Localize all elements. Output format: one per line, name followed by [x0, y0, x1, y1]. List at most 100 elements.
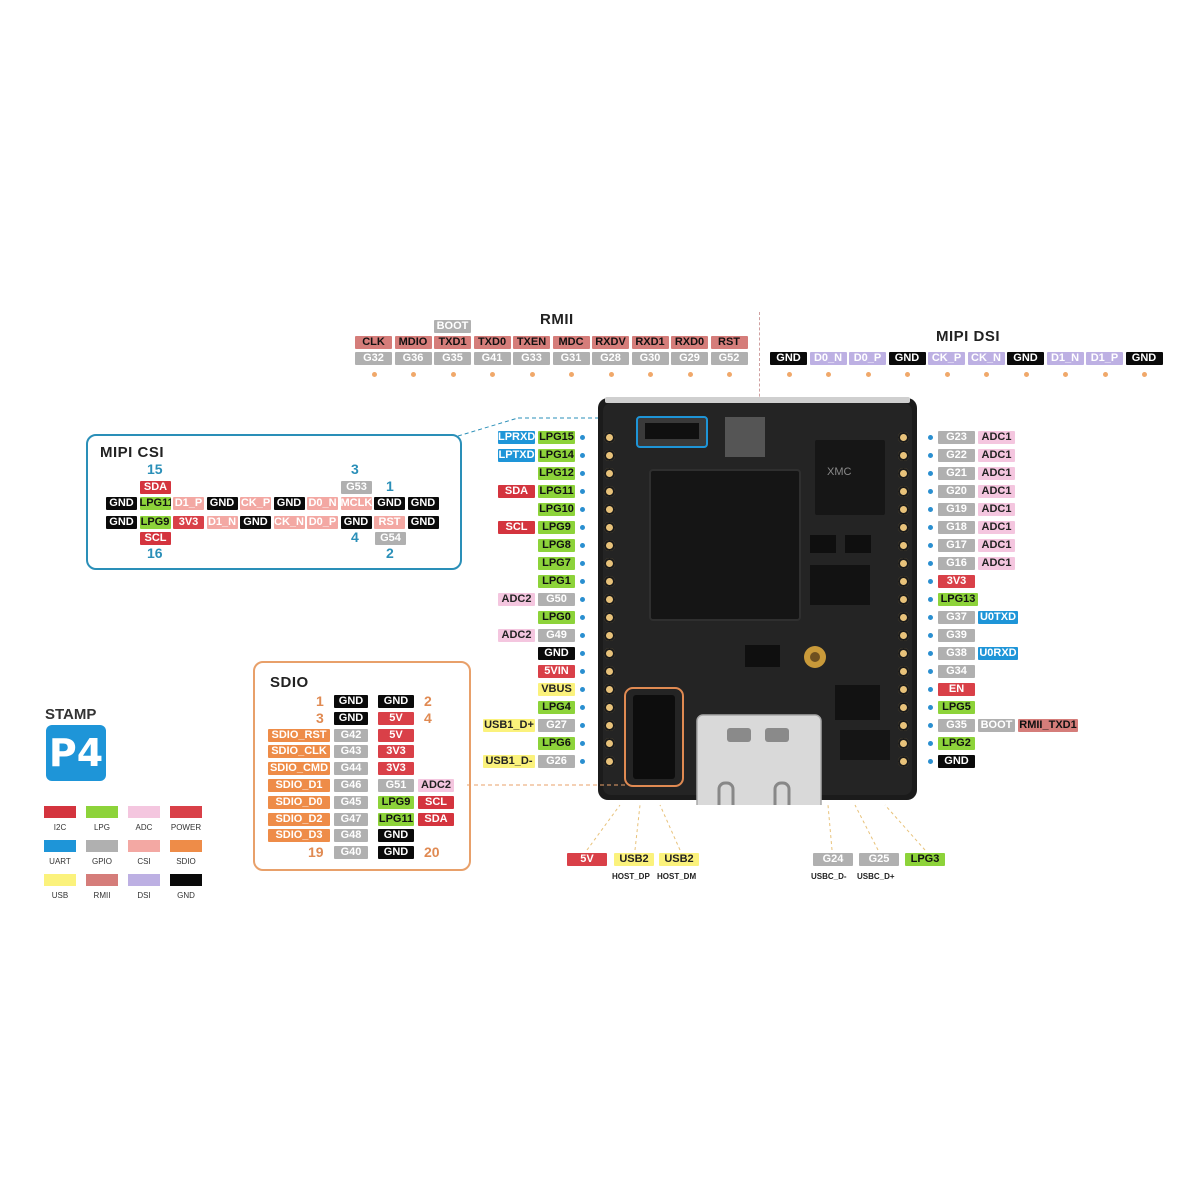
board-pad [898, 468, 909, 479]
csi-row1-gnd: GND [206, 497, 238, 510]
mipi-csi-heading: MIPI CSI [100, 444, 165, 461]
sdio-lpg9: LPG9 [378, 795, 414, 809]
dsi-pin-dot [826, 372, 831, 377]
legend-swatch-dsi [128, 874, 160, 886]
sdio-sdio-cmd: SDIO_CMD [268, 762, 330, 776]
sdio-sdio-clk: SDIO_CLK [268, 745, 330, 759]
pin-label-en: EN [938, 683, 975, 696]
legend-swatch-rmii [86, 874, 118, 886]
board-pad [604, 468, 615, 479]
board-pad [898, 486, 909, 497]
csi-pin-4: 4 [351, 529, 359, 545]
right-pin-dot [928, 615, 933, 620]
legend-label-usb: USB [51, 891, 69, 900]
left-pin-dot [580, 471, 585, 476]
pin-label-lpg2: LPG2 [938, 737, 975, 750]
rmii-gpio-g30: G30 [631, 352, 669, 365]
sdio-gnd: GND [334, 695, 368, 708]
pin-label-lptxd: LPTXD [498, 449, 535, 462]
sdio-scl: SCL [418, 795, 454, 809]
soc-chip [649, 469, 801, 621]
pin-label-lpg8: LPG8 [538, 539, 575, 552]
rmii-gpio-g33: G33 [513, 352, 550, 365]
pin-label-lpg4: LPG4 [538, 701, 575, 714]
pin-label-g35: G35 [938, 719, 975, 732]
board-pad [898, 432, 909, 443]
pin-label-lpg9: LPG9 [538, 521, 575, 534]
sdio-g44: G44 [334, 762, 368, 776]
legend-label-csi: CSI [137, 857, 151, 866]
legend-swatch-csi [128, 840, 160, 852]
pin-label-lpg10: LPG10 [538, 503, 575, 516]
pin-label-adc1: ADC1 [978, 449, 1015, 462]
flash-marking: XMC [827, 466, 852, 478]
board-pad [604, 648, 615, 659]
sdio-pin-number: 3 [316, 709, 324, 726]
legend-label-dsi: DSI [137, 891, 151, 900]
rmii-pin-dot [608, 372, 614, 377]
board-pad [898, 522, 909, 533]
board-pad [898, 684, 909, 695]
pin-label-g23: G23 [938, 431, 975, 444]
dsi-pin-d1-n: D1_N [1046, 352, 1084, 365]
board-pad [898, 612, 909, 623]
left-pin-dot [580, 705, 585, 710]
legend-swatch-lpg [86, 806, 118, 818]
board-pad [604, 540, 615, 551]
rmii-heading: RMII [540, 311, 574, 328]
legend-swatch-power [170, 806, 202, 818]
legend-label-uart: UART [49, 857, 71, 866]
right-pin-dot [928, 525, 933, 530]
right-pin-dot [928, 597, 933, 602]
pin-label-lpg0: LPG0 [538, 611, 575, 624]
board-pad [898, 558, 909, 569]
csi-row2-d0-p: D0_P [307, 516, 338, 529]
sdio-pin-number: 4 [424, 709, 432, 726]
legend-swatch-sdio [170, 840, 202, 852]
left-pin-dot [580, 525, 585, 530]
rmii-pin-dot [687, 372, 693, 377]
pin-label-3v3: 3V3 [938, 575, 975, 588]
pin-label-adc1: ADC1 [978, 539, 1015, 552]
csi-scl: SCL [140, 532, 171, 545]
csi-g54: G54 [375, 532, 406, 545]
board-pad [604, 666, 615, 677]
sdio-pin-number: 19 [308, 844, 324, 861]
pin-label-lprxd: LPRXD [498, 431, 535, 444]
rmii-pin-dot [648, 372, 653, 377]
pin-label-lpg11: LPG11 [538, 485, 575, 498]
board-pad [898, 504, 909, 515]
sdio-sda: SDA [418, 812, 454, 826]
right-pin-dot [928, 651, 933, 656]
left-pin-dot [580, 723, 585, 728]
dsi-pin-d1-p: D1_P [1086, 352, 1123, 365]
rmii-pin-dot [371, 372, 377, 377]
sdio-g40: G40 [334, 846, 368, 860]
legend-swatch-i2c [44, 806, 76, 818]
csi-row1-d0-n: D0_N [307, 497, 338, 510]
board-pad [604, 702, 615, 713]
right-pin-dot [928, 471, 933, 476]
logo-p4-badge: P4 [46, 725, 106, 781]
dsi-pin-gnd: GND [770, 352, 807, 365]
dsi-pin-dot [905, 372, 910, 377]
csi-row2-gnd: GND [340, 516, 372, 529]
sdio-g46: G46 [334, 779, 368, 792]
dsi-pin-dot [984, 372, 989, 377]
pin-label-g39: G39 [938, 629, 975, 642]
sdio-3v3: 3V3 [378, 745, 414, 759]
rmii-fn-txen: TXEN [513, 336, 550, 349]
rmii-pin-dot [569, 372, 574, 377]
rmii-fn-rxd0: RXD0 [671, 336, 708, 349]
csi-row2-3v3: 3V3 [173, 516, 204, 529]
board-pad [604, 576, 615, 587]
dsi-pin-d0-p: D0_P [849, 352, 886, 365]
sdio-g47: G47 [334, 812, 368, 826]
csi-row2-gnd: GND [240, 516, 271, 529]
sdio-gnd: GND [378, 695, 414, 708]
bottom-pin-g24: G24 [813, 853, 853, 866]
rmii-pin-dot [529, 372, 535, 377]
bottom-pin-sublabel: USBC_D- [811, 872, 847, 881]
pin-label-g19: G19 [938, 503, 975, 516]
top-header-pads [605, 397, 910, 403]
